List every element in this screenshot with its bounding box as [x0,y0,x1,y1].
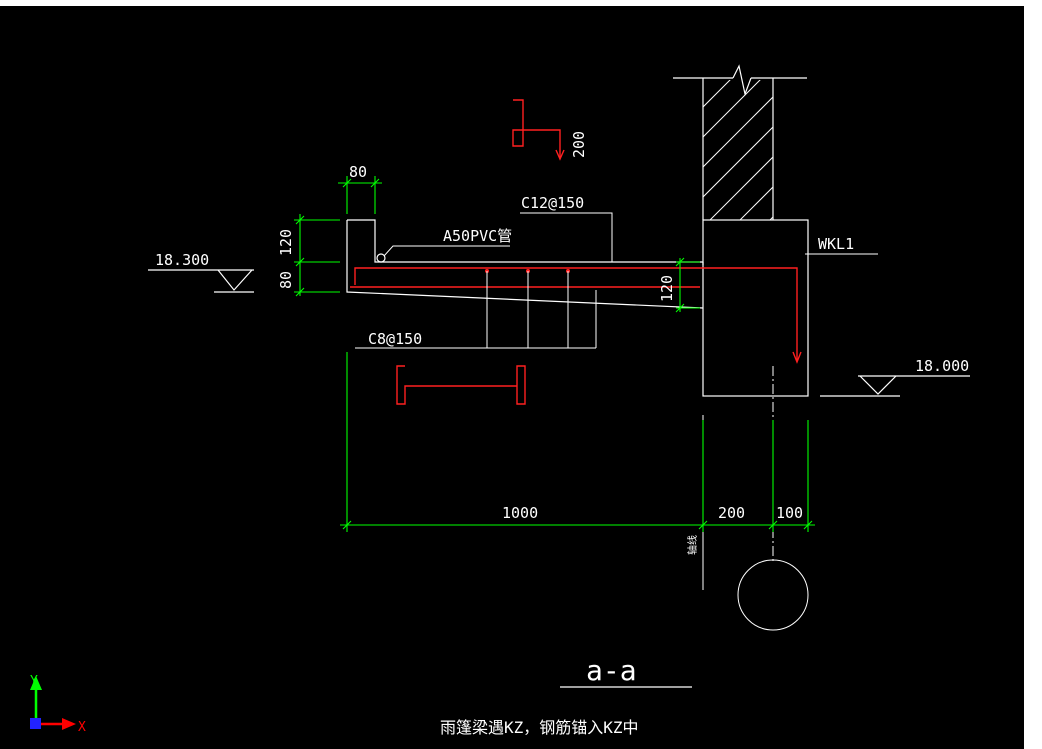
dim-80-top: 80 [349,163,367,181]
section-title: a-a [586,654,637,687]
dim-1000: 1000 [502,504,538,522]
dim-200: 200 [718,504,745,522]
ucs-x-label: X [78,720,86,735]
window-top-edge [0,0,1042,6]
elevation-right-label: 18.000 [915,357,969,375]
beam-label: WKL1 [818,235,854,253]
pvc-label: A50PVC管 [443,227,512,245]
elevation-left [148,269,254,293]
dim-100: 100 [776,504,803,522]
column-hatch [703,80,773,220]
elevation-right [820,375,970,397]
ucs-y-label: Y [30,674,38,689]
rebar-detail-bottom [396,365,526,405]
dim-80-left: 80 [277,271,295,289]
dist-bar-leaders [355,271,597,349]
dimensions [294,176,815,532]
axis-line [702,366,809,631]
dist-bar-label: C8@150 [368,330,422,348]
ucs-icon: Y X [30,674,86,735]
column-outline [673,64,809,397]
axis-tag: 轴线 [686,535,699,555]
window-right-edge [1024,0,1042,749]
dim-120-right: 120 [658,275,676,302]
rebar-detail-top [512,99,565,161]
elevation-left-label: 18.300 [155,251,209,269]
top-bar-label: C12@150 [521,194,584,212]
pvc-pipe [376,253,386,263]
dim-200-red: 200 [570,131,588,158]
drawing-note: 雨篷梁遇KZ，钢筋锚入KZ中 [440,718,639,737]
rebar-main [350,267,802,364]
top-bar-leader [520,212,613,262]
canopy-outline [346,219,704,309]
pvc-leader [383,245,510,257]
dim-120: 120 [277,229,295,256]
